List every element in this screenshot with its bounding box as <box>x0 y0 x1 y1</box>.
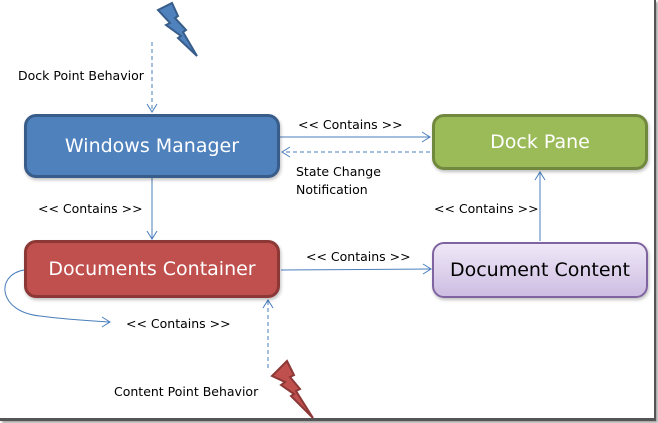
dcn-contains-dp-label: << Contains >> <box>434 201 539 216</box>
dock-pane-node[interactable]: Dock Pane <box>432 114 648 170</box>
content-point-behavior-label: Content Point Behavior <box>114 384 259 399</box>
dock-point-arrow <box>146 42 158 113</box>
documents-container-node[interactable]: Documents Container <box>24 240 280 298</box>
wm-contains-dc-label: << Contains >> <box>38 201 143 216</box>
dock-pane-label: Dock Pane <box>490 131 590 153</box>
lightning-bolt-red-icon <box>270 359 314 419</box>
state-change-label-line2: Notification <box>296 182 368 197</box>
dc-self-contains-label: << Contains >> <box>126 316 231 331</box>
content-point-arrow <box>262 299 274 368</box>
windows-manager-node[interactable]: Windows Manager <box>24 114 280 178</box>
windows-manager-label: Windows Manager <box>64 135 240 157</box>
lightning-bolt-blue-icon <box>156 1 198 57</box>
dc-contains-dcn-label: << Contains >> <box>306 249 411 264</box>
dcn-to-dockpane-arrow <box>534 171 546 241</box>
state-change-label-line1: State Change <box>296 164 381 179</box>
dc-self-arrow <box>4 269 111 328</box>
dc-to-dcn-arrow <box>280 263 432 275</box>
state-change-arrow <box>281 146 430 158</box>
document-content-label: Document Content <box>449 259 631 281</box>
wm-to-dc-arrow <box>146 178 158 240</box>
wm-to-dockpane-arrow <box>280 131 431 143</box>
dock-point-behavior-label: Dock Point Behavior <box>18 68 144 83</box>
documents-container-label: Documents Container <box>48 258 256 280</box>
wm-contains-dp-label: << Contains >> <box>298 117 403 132</box>
document-content-node[interactable]: Document Content <box>432 242 648 298</box>
